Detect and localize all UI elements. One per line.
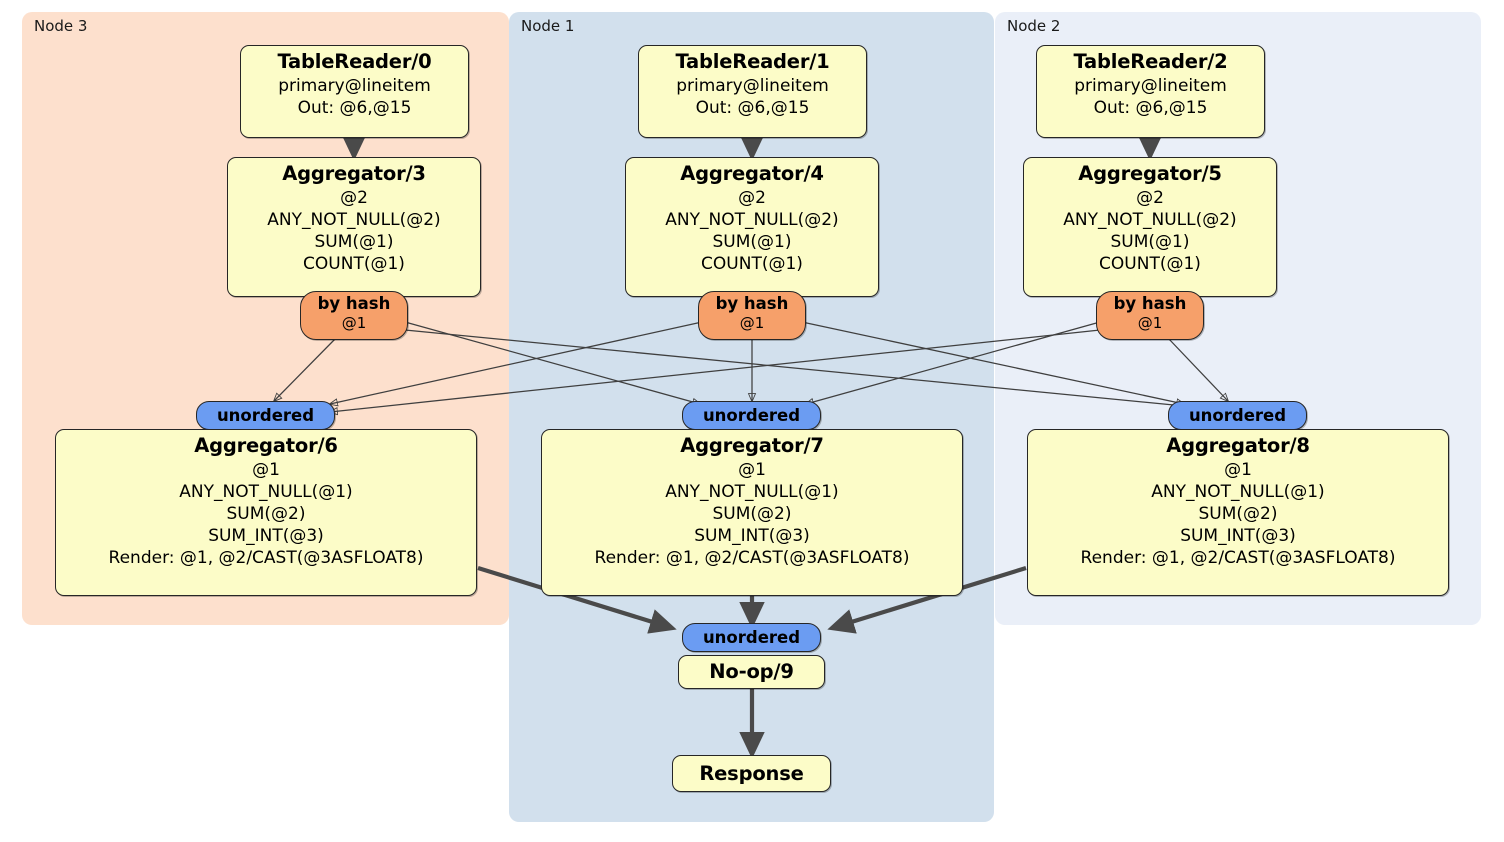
processor-detail-line: SUM(@2) [712,504,792,524]
output-router-detail: @1 [341,314,367,332]
output-router-detail: @1 [739,314,765,332]
input-synchronizer-unordered-node2[interactable]: unordered [1168,401,1307,430]
processor-title: Aggregator/6 [194,434,338,457]
processor-detail-line: ANY_NOT_NULL(@2) [1063,210,1237,230]
output-router-label: by hash [715,294,789,313]
processor-detail-line: @1 [738,460,766,480]
processor-title: TableReader/1 [675,50,830,73]
processor-detail-line: Out: @6,@15 [695,98,810,118]
input-synchronizer-unordered-node1[interactable]: unordered [682,401,821,430]
output-router-label: by hash [1113,294,1187,313]
processor-box-response[interactable]: Response [672,755,831,792]
processor-detail-line: primary@lineitem [676,76,829,96]
processor-title: TableReader/2 [1073,50,1228,73]
processor-render-line: Render: @1, @2/CAST(@3ASFLOAT8) [594,548,910,568]
processor-detail-line: ANY_NOT_NULL(@2) [665,210,839,230]
processor-detail-line: ANY_NOT_NULL(@2) [267,210,441,230]
node-panel-label-node2: Node 2 [1007,17,1061,35]
processor-detail-line: SUM(@1) [1110,232,1190,252]
processor-render-line: Render: @1, @2/CAST(@3ASFLOAT8) [1080,548,1396,568]
processor-render-line: Render: @1, @2/CAST(@3ASFLOAT8) [108,548,424,568]
processor-title: Aggregator/7 [680,434,824,457]
node-panel-label-node3: Node 3 [34,17,88,35]
processor-detail-line: @2 [340,188,368,208]
processor-detail-line: SUM_INT(@3) [1180,526,1296,546]
processor-box-aggregator-8[interactable]: Aggregator/8 @1 ANY_NOT_NULL(@1) SUM(@2)… [1027,429,1449,596]
processor-box-aggregator-3[interactable]: Aggregator/3 @2 ANY_NOT_NULL(@2) SUM(@1)… [227,157,481,297]
processor-box-aggregator-5[interactable]: Aggregator/5 @2 ANY_NOT_NULL(@2) SUM(@1)… [1023,157,1277,297]
processor-detail-line: SUM(@2) [226,504,306,524]
node-panel-label-node1: Node 1 [521,17,575,35]
processor-title: Aggregator/3 [282,162,426,185]
processor-detail-line: SUM_INT(@3) [694,526,810,546]
processor-detail-line: SUM_INT(@3) [208,526,324,546]
processor-detail-line: @1 [252,460,280,480]
processor-detail-line: ANY_NOT_NULL(@1) [1151,482,1325,502]
processor-detail-line: primary@lineitem [1074,76,1227,96]
processor-detail-line: ANY_NOT_NULL(@1) [179,482,353,502]
processor-title: Aggregator/8 [1166,434,1310,457]
processor-detail-line: COUNT(@1) [303,254,405,274]
processor-title: Aggregator/5 [1078,162,1222,185]
processor-detail-line: @1 [1224,460,1252,480]
processor-box-tablereader-0[interactable]: TableReader/0 primary@lineitem Out: @6,@… [240,45,469,138]
input-synchronizer-label: unordered [216,405,315,425]
processor-title: Response [699,761,804,785]
output-router-label: by hash [317,294,391,313]
output-router-by-hash-node3[interactable]: by hash @1 [300,291,408,340]
processor-title: TableReader/0 [277,50,432,73]
processor-title: No-op/9 [709,660,794,683]
processor-box-aggregator-4[interactable]: Aggregator/4 @2 ANY_NOT_NULL(@2) SUM(@1)… [625,157,879,297]
input-synchronizer-unordered-node3[interactable]: unordered [196,401,335,430]
output-router-by-hash-node2[interactable]: by hash @1 [1096,291,1204,340]
input-synchronizer-label: unordered [1188,405,1287,425]
processor-detail-line: Out: @6,@15 [297,98,412,118]
input-synchronizer-final-unordered[interactable]: unordered [682,623,821,652]
output-router-by-hash-node1[interactable]: by hash @1 [698,291,806,340]
processor-detail-line: primary@lineitem [278,76,431,96]
processor-detail-line: COUNT(@1) [1099,254,1201,274]
processor-box-noop-9[interactable]: No-op/9 [678,655,825,689]
processor-detail-line: SUM(@1) [712,232,792,252]
processor-detail-line: SUM(@1) [314,232,394,252]
input-synchronizer-label: unordered [702,405,801,425]
processor-detail-line: Out: @6,@15 [1093,98,1208,118]
processor-box-aggregator-7[interactable]: Aggregator/7 @1 ANY_NOT_NULL(@1) SUM(@2)… [541,429,963,596]
input-synchronizer-label: unordered [702,627,801,647]
processor-title: Aggregator/4 [680,162,824,185]
processor-box-tablereader-2[interactable]: TableReader/2 primary@lineitem Out: @6,@… [1036,45,1265,138]
processor-detail-line: @2 [1136,188,1164,208]
processor-detail-line: COUNT(@1) [701,254,803,274]
processor-detail-line: SUM(@2) [1198,504,1278,524]
output-router-detail: @1 [1137,314,1163,332]
processor-box-aggregator-6[interactable]: Aggregator/6 @1 ANY_NOT_NULL(@1) SUM(@2)… [55,429,477,596]
processor-box-tablereader-1[interactable]: TableReader/1 primary@lineitem Out: @6,@… [638,45,867,138]
processor-detail-line: @2 [738,188,766,208]
processor-detail-line: ANY_NOT_NULL(@1) [665,482,839,502]
